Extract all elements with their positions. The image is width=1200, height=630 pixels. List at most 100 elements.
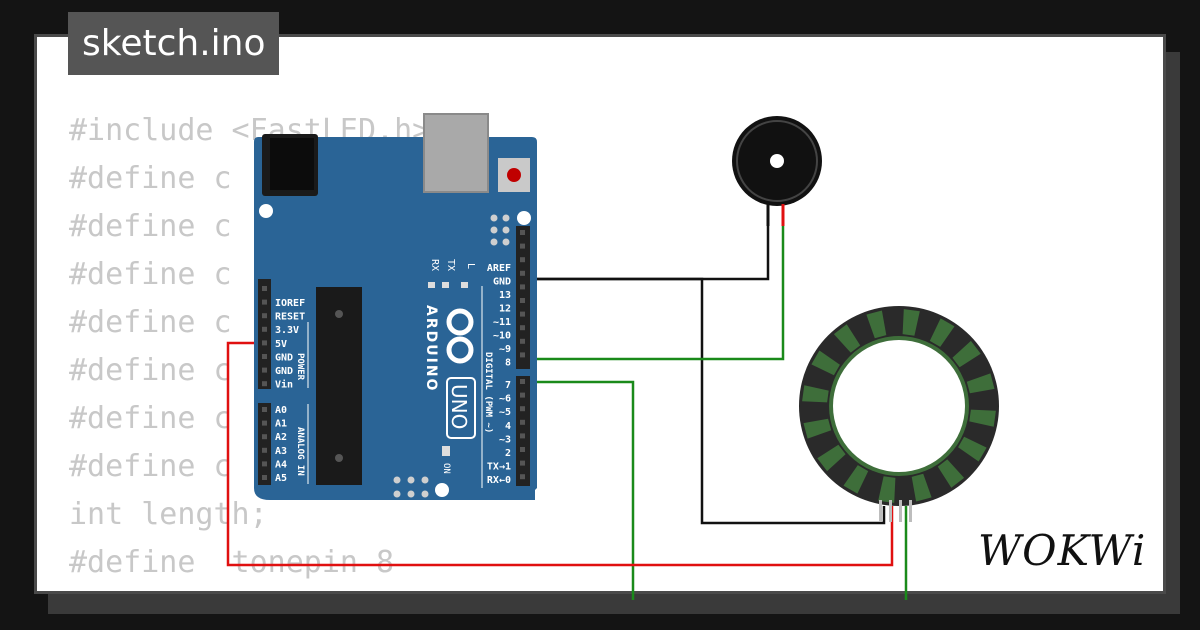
header-pin[interactable] [520, 338, 525, 344]
code-line: #define c [69, 161, 232, 196]
header-pin[interactable] [262, 367, 267, 373]
header-pin[interactable] [520, 243, 525, 249]
icsp-header [490, 214, 510, 246]
header-pin[interactable] [262, 313, 267, 319]
digital-pin-label: 2 [505, 448, 511, 459]
l-label: L [465, 263, 476, 269]
header-pins [262, 230, 525, 480]
power-pin-label: GND [275, 352, 293, 363]
header-pin[interactable] [262, 326, 267, 332]
code-line: #define c [69, 209, 232, 244]
analog-pin-label: A4 [275, 459, 287, 470]
digital-pin-label: 13 [499, 290, 511, 301]
ring-led [817, 444, 846, 472]
power-pin-label: IOREF [275, 298, 305, 309]
code-line: #define c [69, 401, 232, 436]
wire-pin7-led[interactable] [522, 380, 635, 600]
ring-leds [802, 309, 996, 503]
code-line: #define c [69, 305, 232, 340]
header-pin[interactable] [520, 406, 525, 412]
header-pin[interactable] [520, 230, 525, 235]
digital-pin-label: ~6 [499, 394, 511, 405]
neopixel-ring[interactable] [799, 306, 999, 522]
power-header-label: POWER [295, 353, 305, 381]
header-pin[interactable] [520, 447, 525, 452]
header-pin[interactable] [520, 433, 525, 439]
rx-label: RX [429, 259, 440, 271]
wire-pin8-buzzer[interactable] [522, 205, 785, 361]
digital-pin-label: ~3 [499, 434, 511, 445]
ring-led [929, 318, 955, 347]
power-header [258, 279, 271, 389]
header-pin[interactable] [520, 325, 525, 331]
header-pin[interactable] [262, 447, 267, 453]
code-line: int length; [69, 497, 268, 532]
digital-pin-label: ~11 [493, 317, 511, 328]
header-pin[interactable] [520, 284, 525, 290]
ring-led [966, 373, 995, 394]
power-pin-label: GND [275, 366, 293, 377]
wire-gnd-ring[interactable] [522, 277, 886, 525]
header-pin[interactable] [520, 460, 525, 466]
reset-button-cap[interactable] [507, 168, 521, 182]
digital-pin-label: 4 [505, 421, 511, 432]
wire-gnd-buzzer[interactable] [522, 210, 770, 281]
chip-notch [335, 310, 343, 318]
header-pin[interactable] [262, 381, 267, 387]
digital-header-bottom [516, 376, 530, 486]
uno-model-label: UNO [447, 384, 471, 429]
header-pin[interactable] [262, 420, 267, 426]
led-tx [442, 282, 449, 288]
wires [226, 205, 908, 600]
power-pin-label: 3.3V [275, 325, 299, 336]
on-label: ON [441, 463, 451, 474]
header-pin[interactable] [262, 286, 267, 291]
ring-led [911, 473, 932, 502]
header-pin[interactable] [520, 311, 525, 317]
header-pin[interactable] [262, 407, 267, 412]
code-line: #define c [69, 257, 232, 292]
ring-led [969, 409, 996, 427]
wire-5v-ring[interactable] [226, 341, 894, 567]
digital-pin-label: AREF [487, 263, 511, 274]
analog-header [258, 403, 271, 485]
header-pin[interactable] [262, 475, 267, 480]
header-pin[interactable] [262, 461, 267, 467]
analog-pin-label: A5 [275, 473, 287, 484]
header-pin[interactable] [520, 257, 525, 263]
analog-pin-label: A0 [275, 405, 287, 416]
ring-led [878, 476, 896, 503]
header-pin[interactable] [520, 352, 525, 358]
header-pin[interactable] [520, 419, 525, 425]
ring-led [952, 340, 981, 368]
diagram-card: #include <FastLED.h>#define c#define c#d… [34, 34, 1166, 594]
led-on [442, 446, 450, 456]
ring-led [866, 310, 887, 339]
ring-led [958, 436, 987, 462]
mount-hole [435, 483, 449, 497]
mount-hole [517, 211, 531, 225]
arduino-logo-icon [446, 308, 474, 364]
icsp-header-bottom [393, 476, 429, 498]
analog-pin-label: A3 [275, 446, 287, 457]
code-line: #define tonepin 8 [69, 545, 395, 580]
uno-badge [446, 377, 476, 439]
ring-led [937, 459, 965, 488]
header-pin[interactable] [520, 392, 525, 398]
header-pin[interactable] [520, 270, 525, 276]
mount-hole [259, 204, 273, 218]
header-pin[interactable] [262, 299, 267, 305]
header-pin[interactable] [520, 474, 525, 480]
piezo-buzzer[interactable] [732, 116, 822, 226]
header-pin[interactable] [262, 434, 267, 440]
power-jack-inner [270, 138, 314, 190]
header-pin[interactable] [262, 340, 267, 346]
header-pin[interactable] [520, 379, 525, 384]
digital-pin-label: GND [493, 277, 511, 288]
digital-header-label: DIGITAL (PWM ~) [483, 352, 493, 433]
header-pin[interactable] [520, 298, 525, 303]
header-pin[interactable] [262, 354, 267, 359]
file-tab[interactable]: sketch.ino [68, 12, 280, 75]
